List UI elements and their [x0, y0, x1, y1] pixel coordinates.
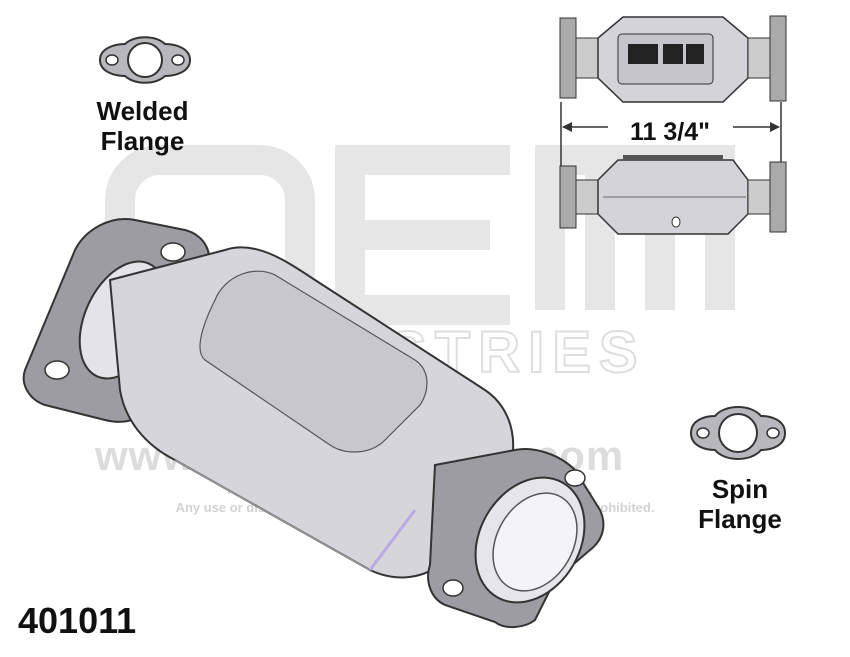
welded-label-line2: Flange [100, 126, 185, 156]
side-view-image [559, 155, 787, 235]
spin-flange-icon [689, 406, 787, 460]
welded-label-line1: Welded [96, 96, 189, 126]
top-view-image [559, 15, 787, 103]
part-number: 401011 [18, 600, 137, 641]
spin-label-line1: Spin [711, 474, 769, 504]
dimension-text: 11 3/4" [630, 118, 710, 146]
welded-flange-icon [98, 36, 192, 84]
dimension-line [560, 102, 782, 167]
welded-flange-label: Welded Flange [80, 96, 205, 156]
spin-flange-label: Spin Flange [690, 474, 790, 534]
spin-label-line2: Flange [698, 504, 782, 534]
catalytic-converter-image [22, 218, 605, 628]
